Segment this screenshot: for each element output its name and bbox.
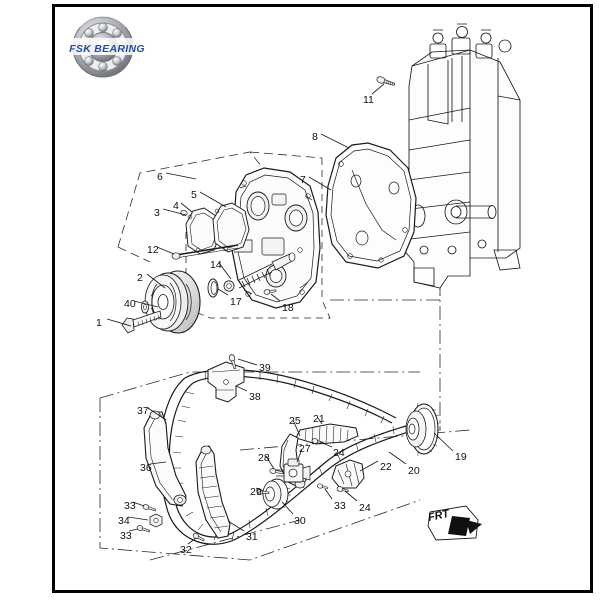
callout-6: 6 <box>157 171 163 183</box>
small-fastener-group <box>136 438 349 542</box>
callout-39: 39 <box>259 362 271 374</box>
callout-40: 40 <box>124 298 136 310</box>
brand-name: FSK BEARING <box>69 43 145 55</box>
crankshaft-front-seal <box>207 278 219 298</box>
callout-17: 17 <box>230 296 242 308</box>
chain-tensioner-arm <box>143 410 187 507</box>
callout-21: 21 <box>313 413 325 425</box>
callout-34: 34 <box>118 515 130 527</box>
callout-20: 20 <box>408 465 420 477</box>
brand-logo: FSK BEARING <box>57 17 153 79</box>
callout-25: 25 <box>289 415 301 427</box>
callout-11: 11 <box>363 94 374 106</box>
chain-tensioner-shoe <box>331 459 365 489</box>
callout-38: 38 <box>249 391 261 403</box>
front-cover-gasket <box>325 142 417 269</box>
callout-32: 32 <box>180 544 192 556</box>
crankshaft-balancer <box>144 270 201 334</box>
callout-2: 2 <box>137 272 143 284</box>
chain-guide-fixed <box>195 445 231 539</box>
callout-19: 19 <box>455 451 467 463</box>
balance-shaft-sprocket <box>262 478 291 510</box>
cover-retaining-bolt <box>375 75 396 88</box>
pressure-relief-spring <box>223 252 296 292</box>
chain-guide-upper <box>295 423 359 445</box>
callout-14: 14 <box>210 259 222 271</box>
callout-29: 29 <box>250 486 262 498</box>
callout-22: 22 <box>380 461 392 473</box>
callout-leader-lines <box>106 83 454 545</box>
callout-36: 36 <box>140 462 152 474</box>
callout-33: 33 <box>334 500 346 512</box>
front-cover-stud <box>263 289 277 295</box>
callout-3: 3 <box>154 207 160 219</box>
callout-37: 37 <box>137 405 149 417</box>
crankshaft-sprocket <box>405 402 441 456</box>
oil-pump-relief-plug <box>171 244 239 260</box>
chain-guide-bracket <box>207 361 245 403</box>
callout-5: 5 <box>191 189 197 201</box>
callout-24: 24 <box>359 502 371 514</box>
front-direction-arrow-icon <box>427 505 482 541</box>
callout-27: 27 <box>299 443 311 455</box>
oil-pump-cover-bolt <box>180 210 188 216</box>
callout-1: 1 <box>96 317 102 329</box>
callout-28: 28 <box>258 452 270 464</box>
callout-33: 33 <box>120 530 132 542</box>
tensioner-assembly <box>276 458 311 483</box>
callout-18: 18 <box>282 302 294 314</box>
bracket-bolt <box>228 354 237 370</box>
callout-4: 4 <box>173 200 179 212</box>
callout-24: 24 <box>333 447 345 459</box>
callout-8: 8 <box>312 131 318 143</box>
callout-12: 12 <box>147 244 159 256</box>
oil-pump-rotors <box>185 202 250 255</box>
callout-31: 31 <box>246 531 258 543</box>
callout-30: 30 <box>294 515 306 527</box>
pivot-nut <box>149 513 163 528</box>
callout-33: 33 <box>124 500 136 512</box>
callout-7: 7 <box>300 174 306 186</box>
